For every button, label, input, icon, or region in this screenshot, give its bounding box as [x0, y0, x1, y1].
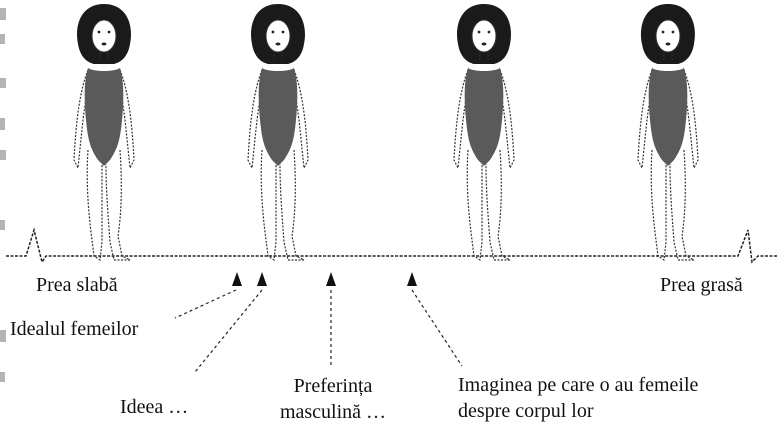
marker-arrows — [232, 272, 417, 286]
arrow-self-image — [407, 272, 417, 286]
scan-edge-marks — [0, 8, 6, 382]
label-self-image-line1: Imaginea pe care o au femeile — [458, 374, 698, 396]
label-too-fat: Prea grasă — [660, 274, 743, 296]
figure-2 — [248, 4, 308, 260]
label-women-ideal: Idealul femeilor — [10, 318, 138, 340]
figure-3 — [454, 4, 514, 260]
label-too-thin: Prea slabă — [36, 274, 118, 296]
label-self-image: Imaginea pe care o au femeile despre cor… — [458, 374, 698, 422]
arrow-idea — [257, 272, 267, 286]
leader-lines — [175, 290, 462, 372]
leader-self-image — [412, 290, 462, 366]
label-idea: Ideea … — [120, 396, 188, 418]
arrow-male-preference — [326, 272, 336, 286]
figure-1 — [74, 4, 134, 260]
leader-women-ideal — [175, 290, 236, 318]
label-self-image-line2: despre corpul lor — [458, 400, 698, 422]
label-male-preference: Preferința masculină … — [278, 375, 388, 423]
figure-4 — [638, 4, 698, 260]
label-male-preference-line1: Preferința — [278, 375, 388, 397]
arrow-women-ideal — [232, 272, 242, 286]
scale-line — [6, 230, 778, 262]
label-male-preference-line2: masculină … — [278, 401, 388, 423]
leader-idea — [195, 290, 262, 372]
